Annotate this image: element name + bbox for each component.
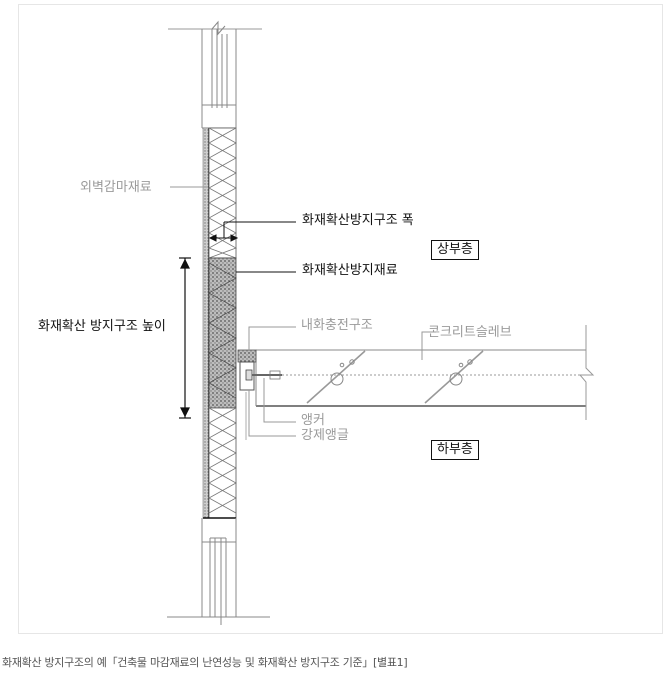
lower-floor-box: 하부층 (431, 440, 479, 460)
label-fire-stop-material: 화재확산방지재료 (302, 263, 398, 278)
width-dimension (208, 221, 296, 242)
anchor-assembly (237, 349, 282, 391)
label-steel-angle: 강제앵글 (301, 428, 349, 443)
insulation-lower (208, 407, 237, 519)
height-dimension (179, 257, 191, 419)
figure-frame (18, 4, 663, 634)
label-fireproof-filling: 내화충전구조 (301, 318, 373, 333)
label-anchor: 앵커 (301, 413, 325, 428)
label-structure-width: 화재확산방지구조 폭 (302, 213, 414, 228)
label-exterior-finish: 외벽감마재료 (80, 180, 152, 195)
upper-window-detail (168, 20, 262, 129)
label-concrete-slab: 콘크리트슬레브 (428, 325, 512, 340)
leader-lines-lower (248, 326, 436, 437)
upper-floor-box: 상부층 (431, 240, 479, 260)
figure-caption: 화재확산 방지구조의 예「건축물 마감재료의 난연성능 및 화재확산 방지구조 … (2, 656, 408, 669)
fire-spread-prevention-diagram (167, 20, 595, 625)
fire-stop-material-block (208, 257, 237, 409)
lower-window-detail (167, 518, 270, 625)
label-structure-height: 화재확산 방지구조 높이 (38, 319, 166, 334)
